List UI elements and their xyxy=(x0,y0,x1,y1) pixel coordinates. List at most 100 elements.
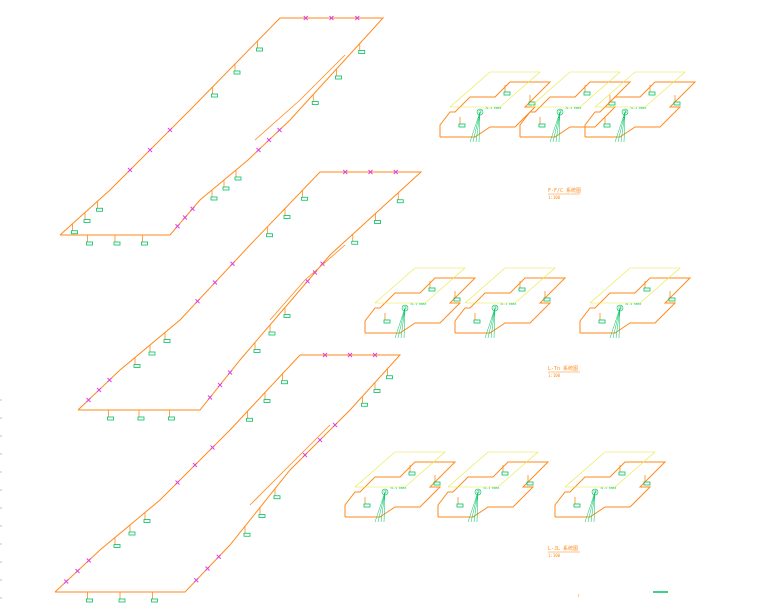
fixture-symbol xyxy=(263,399,271,403)
fixture-symbol xyxy=(113,241,121,246)
fixture-symbol xyxy=(573,503,581,508)
valve-marker xyxy=(347,352,353,358)
valve-marker xyxy=(210,445,215,450)
drain-fan-line xyxy=(383,491,386,523)
room-number: ③ xyxy=(593,490,597,496)
fixture-symbol xyxy=(648,91,656,96)
pipe-note: JL-1 DN50 xyxy=(625,302,641,306)
drain-fan-line xyxy=(469,111,481,143)
fixture-symbol xyxy=(148,351,156,356)
fixture-symbol xyxy=(518,287,526,292)
fixture-symbol xyxy=(151,598,158,603)
fixture-symbol xyxy=(258,514,266,518)
valve-marker xyxy=(212,280,218,285)
drain-fan-line xyxy=(473,491,479,523)
fixture-symbol xyxy=(268,331,276,336)
fixture-symbol xyxy=(143,519,151,523)
fixture-symbol xyxy=(71,230,78,235)
drain-fan-line xyxy=(475,111,481,143)
guide-outline xyxy=(589,267,681,304)
guide-outline xyxy=(354,451,446,488)
fixture-symbol xyxy=(211,93,218,98)
valve-marker xyxy=(332,422,338,428)
fixture-symbol xyxy=(266,233,273,238)
drain-fan-line xyxy=(587,491,596,523)
fixture-symbol xyxy=(386,375,393,380)
fixture-symbol xyxy=(374,220,381,224)
fixture-symbol xyxy=(501,471,509,476)
room-pipe-outline xyxy=(437,461,550,518)
room-number: ① xyxy=(403,306,408,312)
fixture-symbol xyxy=(473,319,481,324)
caption-scale: 1:100 xyxy=(548,553,561,558)
drain-fan-line xyxy=(618,307,621,339)
guide-outline xyxy=(529,71,621,108)
drain-fan-line xyxy=(609,307,621,339)
fixture-symbol xyxy=(543,297,551,302)
room-pipe-outline xyxy=(364,277,477,334)
fixture-symbol xyxy=(141,241,148,246)
pipe-note: JL-1 DN50 xyxy=(485,106,501,110)
drain-fan-line xyxy=(377,491,386,523)
drain-fan-line xyxy=(590,491,596,523)
room-pipe-outline xyxy=(344,461,457,518)
fixture-symbol xyxy=(96,207,103,212)
valve-marker xyxy=(205,566,210,571)
drain-fan-line xyxy=(478,111,481,143)
drain-fan-line xyxy=(472,111,481,143)
room-pipe-outline xyxy=(584,81,697,138)
fixture-symbol xyxy=(503,91,511,96)
fixture-symbol xyxy=(281,380,288,385)
fixture-symbol xyxy=(618,471,626,476)
pipe-note: JL-1 DN50 xyxy=(600,486,616,490)
valve-marker xyxy=(216,554,222,560)
caption-title: F-F/C 系统图 xyxy=(548,187,581,194)
fixture-symbol xyxy=(458,123,466,128)
fixture-symbol xyxy=(673,101,681,106)
room-pipe-outline xyxy=(554,461,667,518)
valve-marker xyxy=(207,395,213,400)
valve-marker xyxy=(266,137,272,143)
fixture-symbol xyxy=(456,503,464,508)
guide-outline xyxy=(374,267,466,304)
fixture-symbol xyxy=(453,297,461,302)
drain-fan-line xyxy=(620,111,626,143)
valve-marker xyxy=(230,261,235,267)
guide-outline xyxy=(449,71,541,108)
drain-fan-line xyxy=(476,491,479,523)
fixture-symbol xyxy=(243,532,251,537)
fixture-symbol xyxy=(311,101,319,105)
valve-marker xyxy=(303,15,309,21)
branch-pipe xyxy=(269,244,346,321)
fixture-symbol xyxy=(113,544,121,548)
drain-fan-line xyxy=(380,491,386,523)
valve-marker xyxy=(305,278,310,284)
fixture-symbol xyxy=(233,70,241,75)
floor-pipe-outline xyxy=(77,171,423,411)
room-number: ③ xyxy=(618,306,622,312)
fixture-symbol xyxy=(526,481,534,486)
fixture-symbol xyxy=(643,287,651,292)
fixture-symbol xyxy=(603,123,611,128)
valve-marker xyxy=(302,452,308,458)
caption-scale: 1:100 xyxy=(548,195,561,200)
room-number: ② xyxy=(493,306,498,312)
drain-fan-line xyxy=(487,307,496,339)
valve-marker xyxy=(193,577,199,583)
fixture-symbol xyxy=(373,389,381,393)
corner-mark: ↑ xyxy=(577,593,580,599)
fixture-symbol xyxy=(246,417,253,422)
guide-outline xyxy=(594,71,686,108)
valve-marker xyxy=(195,298,200,304)
drain-fan-line xyxy=(374,491,386,523)
drain-fan-line xyxy=(558,111,561,143)
valve-marker xyxy=(227,370,233,375)
drain-fan-line xyxy=(584,491,596,523)
room-number: ③ xyxy=(623,110,627,116)
valve-marker xyxy=(75,568,80,574)
valve-marker xyxy=(354,15,360,21)
pipe-note: JL-1 DN50 xyxy=(500,302,516,306)
valve-marker xyxy=(329,15,334,21)
